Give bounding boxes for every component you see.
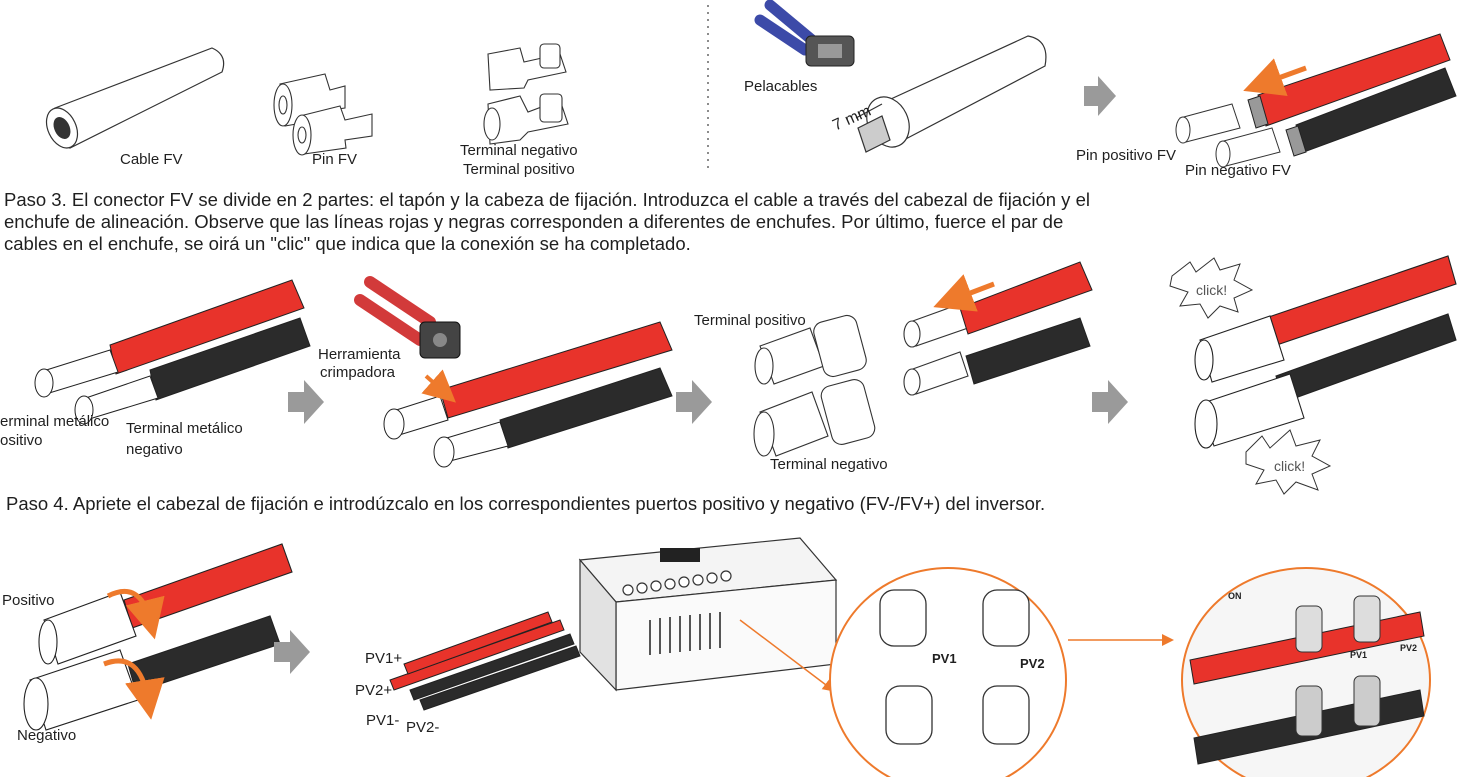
step-arrow-1 [1084, 76, 1116, 116]
terminal-positive-label-step3: Terminal positivo [694, 312, 806, 329]
terminal-negative-label-step3: Terminal negativo [770, 456, 888, 473]
stripped-cable-illustration [855, 35, 1047, 153]
stripper-label: Pelacables [744, 78, 818, 95]
negative-label: Negativo [17, 727, 77, 744]
cables-step3c [959, 261, 1093, 385]
red-black-cables-stripped [1247, 33, 1457, 157]
zoom2-pv2-label: PV2 [1400, 643, 1418, 653]
step-arrow-3 [676, 380, 712, 424]
pin-positive-label: Pin positivo FV [1076, 147, 1177, 164]
metal-terminal-positive-label: erminal metálico [0, 413, 110, 430]
step-arrow-5 [274, 630, 310, 674]
crimped-cables-illustration [34, 279, 311, 425]
crimping-tool-illustration [354, 276, 461, 359]
zoom-pv1-label: PV1 [932, 651, 957, 666]
click-label-bottom: click! [1274, 458, 1306, 474]
metal-terminal-negative-label: Terminal metálico [126, 420, 243, 437]
zoom2-on-label: ON [1228, 591, 1242, 601]
zoom-arrow-1 [739, 619, 835, 692]
terminal-negative-label: Terminal negativo [460, 142, 578, 159]
click-label-top: click! [1196, 282, 1228, 298]
assembled-connectors-illustration [1194, 255, 1457, 449]
crimper-label: Herramienta [318, 346, 401, 363]
mc4-terminals-illustration [483, 43, 569, 145]
pv1-plus-label: PV1+ [365, 650, 403, 667]
step4-text: Paso 4. Apriete el cabezal de fijación e… [6, 493, 1046, 514]
zoom-circle-pv-ports [829, 567, 1067, 777]
metal-terminal-negative-label-2: negativo [126, 441, 183, 458]
pin-label: Pin FV [312, 151, 358, 168]
click-burst-bottom [1245, 429, 1332, 495]
metal-terminal-positive-label-2: ositivo [0, 432, 43, 449]
pv2-minus-label: PV2- [406, 719, 440, 736]
pin-negative-label: Pin negativo FV [1185, 162, 1291, 179]
pv-pins-small [1175, 103, 1281, 168]
insert-arrow-2 [933, 274, 995, 312]
step3-text: Paso 3. El conector FV se divide en 2 pa… [4, 189, 1090, 254]
wire-stripper-illustration [754, 0, 855, 67]
pv-cable-illustration [45, 47, 225, 149]
click-burst-top [1169, 257, 1254, 319]
crimper-label-2: crimpadora [320, 364, 396, 381]
terminal-positive-label: Terminal positivo [463, 161, 575, 178]
crimp-cables-illustration [383, 321, 673, 468]
step-arrow-2 [288, 380, 324, 424]
positive-label: Positivo [2, 592, 55, 609]
pv2-plus-label: PV2+ [355, 682, 393, 699]
insert-arrow-1 [1243, 58, 1307, 96]
tightened-connectors-illustration [23, 543, 293, 731]
pv-input-cables [389, 611, 581, 711]
pv1-minus-label: PV1- [366, 712, 400, 729]
pv-pin-illustration [273, 73, 373, 156]
inverter-illustration [578, 537, 838, 692]
crimp-point-arrow [421, 369, 456, 403]
zoom-pv2-label: PV2 [1020, 656, 1045, 671]
step-arrow-4 [1092, 380, 1128, 424]
cable-label: Cable FV [120, 151, 183, 168]
zoom-circle-connected [1181, 567, 1431, 777]
zoom2-pv1-label: PV1 [1350, 650, 1368, 660]
connector-parts-illustration [753, 303, 969, 457]
